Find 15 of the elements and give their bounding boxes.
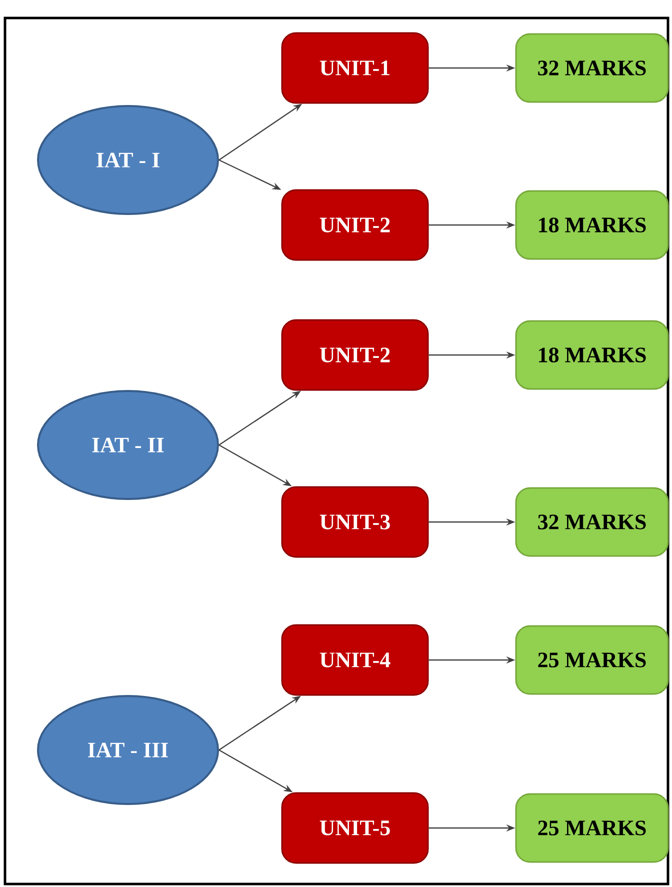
unit-box: UNIT-1 xyxy=(281,32,429,104)
marks-box: 18 MARKS xyxy=(515,190,669,260)
unit-box: UNIT-5 xyxy=(281,792,429,864)
unit-box: UNIT-2 xyxy=(281,189,429,261)
marks-box: 25 MARKS xyxy=(515,625,669,695)
unit-box: UNIT-3 xyxy=(281,486,429,558)
marks-box: 32 MARKS xyxy=(515,487,669,557)
ellipse-node: IAT - II xyxy=(37,390,219,500)
marks-box: 32 MARKS xyxy=(515,33,669,103)
ellipse-node: IAT - I xyxy=(37,105,219,215)
marks-box: 18 MARKS xyxy=(515,320,669,390)
marks-box: 25 MARKS xyxy=(515,793,669,863)
ellipse-node: IAT - III xyxy=(37,695,219,805)
unit-box: UNIT-2 xyxy=(281,319,429,391)
unit-box: UNIT-4 xyxy=(281,624,429,696)
